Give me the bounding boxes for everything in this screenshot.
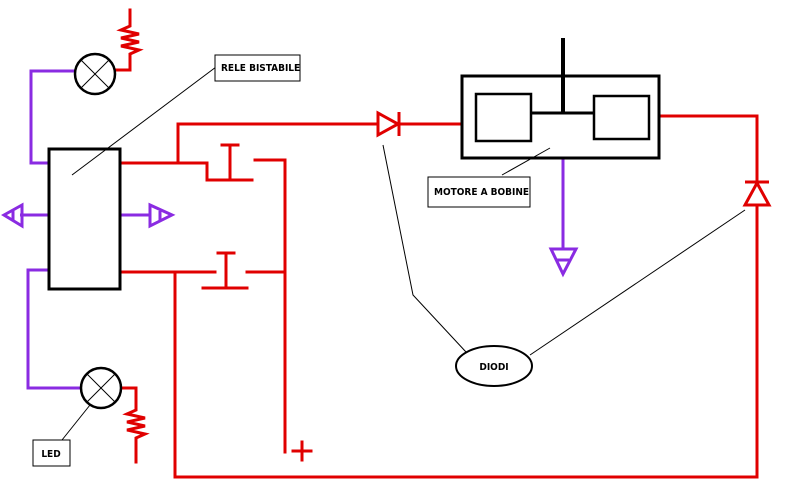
diode-2: [742, 179, 772, 207]
wire-top-lamp: [29, 69, 76, 165]
motor-coil-right: [592, 94, 651, 141]
diode-2-triangle: [742, 179, 772, 207]
leader-diode2: [529, 209, 746, 356]
label-motor-text: MOTORE A BOBINE: [434, 187, 529, 198]
ground-left-icon: [1, 202, 24, 229]
label-relay: RELE BISTABILE: [214, 54, 301, 82]
diode-1-triangle: [376, 110, 402, 138]
leader-diode1: [382, 144, 467, 353]
lamp-bottom-icon: [79, 366, 123, 410]
top-resistor: [112, 8, 144, 72]
label-led: LED: [32, 439, 71, 467]
ground-motor-icon: [548, 247, 579, 278]
leader-lines: [61, 66, 746, 441]
lamp-top-icon: [73, 52, 117, 96]
label-diodes: DIODI: [455, 345, 533, 387]
leader-motor: [501, 147, 551, 176]
label-relay-text: RELE BISTABILE: [221, 63, 300, 74]
wire-bottom-lamp: [26, 268, 80, 390]
ground-symbols: [1, 202, 579, 278]
label-diodes-text: DIODI: [479, 362, 508, 373]
purple-wiring: [20, 69, 565, 390]
label-motor: MOTORE A BOBINE: [427, 176, 531, 208]
label-led-text: LED: [41, 449, 60, 460]
bottom-resistor: [119, 386, 150, 464]
red-wiring: [112, 8, 759, 479]
leader-led: [61, 404, 91, 441]
motor-coil-left: [474, 92, 533, 143]
ground-right-icon: [148, 202, 176, 229]
motor-icon: [460, 38, 661, 160]
diode-1: [376, 110, 402, 138]
relay-body: [47, 147, 122, 291]
leader-relay: [71, 66, 217, 176]
